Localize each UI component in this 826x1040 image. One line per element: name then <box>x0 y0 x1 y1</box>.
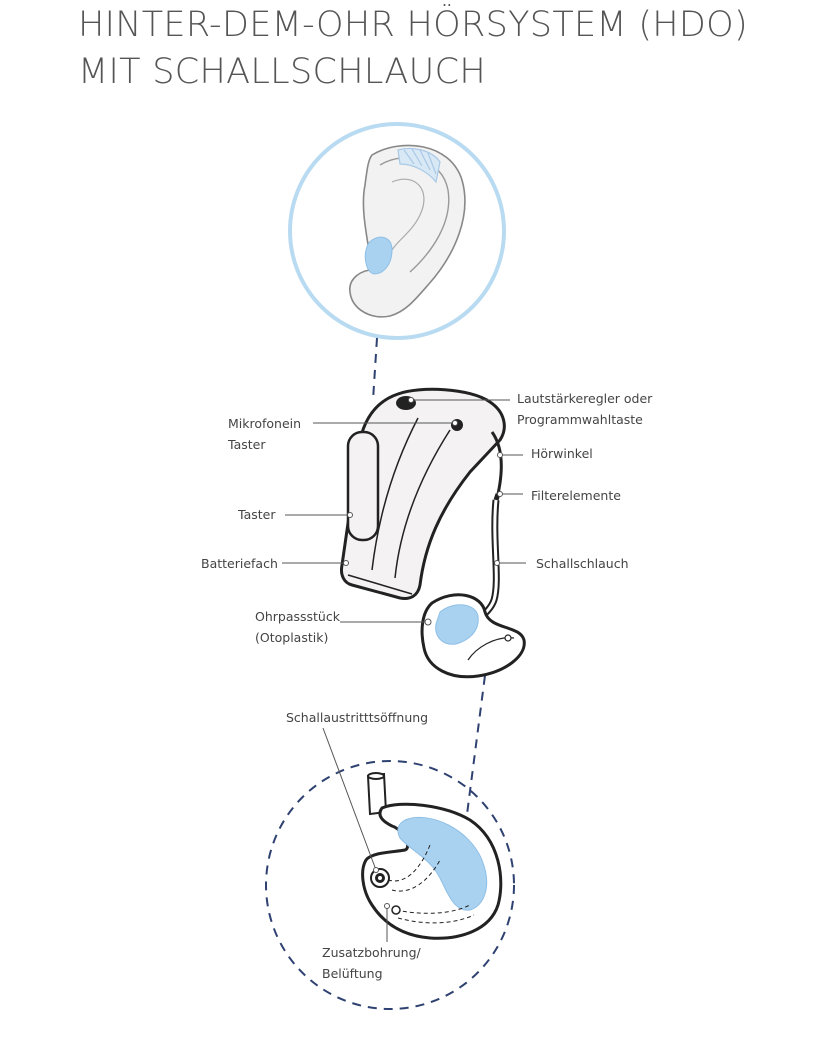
label-ohrpassstueck: Ohrpassstück (Otoplastik) <box>255 609 340 645</box>
label-schallschlauch: Schallschlauch <box>536 556 629 571</box>
label-lautstaerke: Lautstärkeregler oder Programmwahltaste <box>517 391 653 427</box>
bte-hearing-aid-illustration-icon <box>340 387 526 679</box>
label-zusatzbohrung: Zusatzbohrung/ Belüftung <box>322 945 421 981</box>
label-hoerwinkel: Hörwinkel <box>531 446 593 461</box>
label-batteriefach: Batteriefach <box>201 556 278 571</box>
page-title: HINTER-DEM-OHR HÖRSYSTEM (HDO) MIT SCHAL… <box>78 2 748 96</box>
label-taster: Taster <box>238 507 276 522</box>
title-line-1: HINTER-DEM-OHR HÖRSYSTEM (HDO) <box>78 5 748 45</box>
label-filterelemente: Filterelemente <box>531 488 621 503</box>
detail-circle <box>265 760 515 1010</box>
ear-illustration-icon <box>288 122 506 340</box>
earmold-illustration-icon <box>361 772 503 940</box>
title-line-2: MIT SCHALLSCHLAUCH <box>78 52 486 92</box>
label-mikrofon: Mikrofonein Taster <box>228 416 302 452</box>
label-schallaustritt: Schallaustritttsöffnung <box>286 710 429 725</box>
